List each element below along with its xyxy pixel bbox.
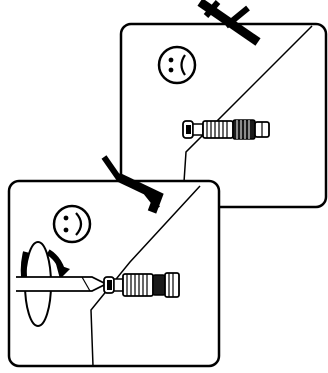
- screwdriver-icon: [16, 276, 109, 292]
- happy-face-icon: [52, 204, 92, 244]
- threaded-connector-icon: [103, 272, 180, 298]
- panel-wrong: [119, 0, 328, 209]
- panel-correct: [7, 155, 221, 368]
- threaded-connector-icon: [182, 119, 270, 140]
- sad-face-icon: [157, 45, 197, 85]
- cross-icon: [197, 0, 261, 46]
- check-icon: [101, 155, 164, 214]
